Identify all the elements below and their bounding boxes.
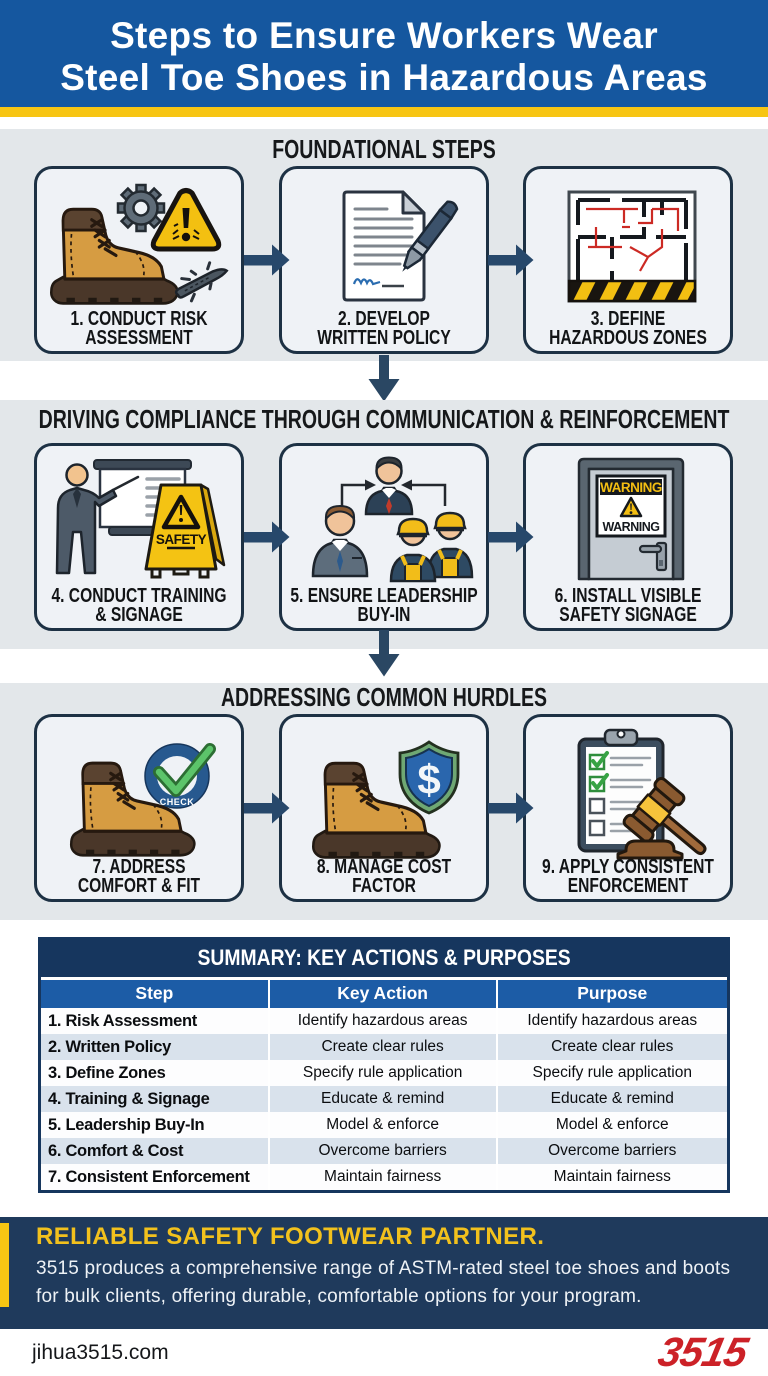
svg-text:WARNING: WARNING [603, 520, 660, 534]
svg-text:SAFETY: SAFETY [156, 532, 207, 547]
svg-text:WARNING: WARNING [600, 480, 662, 495]
svg-text:$: $ [417, 756, 440, 803]
svg-text:CHECK: CHECK [160, 797, 195, 807]
